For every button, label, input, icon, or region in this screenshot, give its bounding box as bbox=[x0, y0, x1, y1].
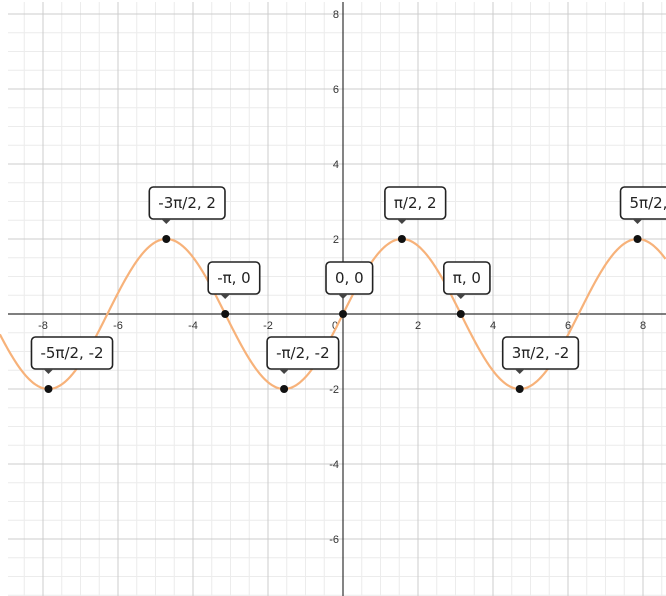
point-label-text: π/2, 2 bbox=[394, 194, 437, 212]
point-label-group[interactable]: 0, 0 bbox=[325, 261, 374, 318]
point-label-text: -π, 0 bbox=[217, 269, 251, 287]
point-marker[interactable] bbox=[162, 235, 171, 243]
point-label-text: π, 0 bbox=[453, 269, 481, 287]
label-pointer-icon bbox=[632, 219, 643, 224]
point-marker[interactable] bbox=[633, 235, 642, 243]
y-tick-label: 6 bbox=[333, 84, 339, 96]
point-marker[interactable] bbox=[221, 310, 230, 318]
y-tick-label: 2 bbox=[333, 234, 339, 246]
y-tick-label: -6 bbox=[329, 534, 339, 546]
label-pointer-icon bbox=[220, 294, 231, 299]
label-pointer-icon bbox=[396, 219, 407, 224]
point-marker[interactable] bbox=[280, 385, 289, 393]
point-label-group[interactable]: -π, 0 bbox=[207, 261, 261, 318]
x-tick-label: -6 bbox=[113, 320, 123, 332]
x-tick-label: 6 bbox=[565, 320, 571, 332]
minor-gridlines bbox=[8, 2, 666, 596]
label-pointer-icon bbox=[279, 369, 290, 374]
x-tick-label: 0 bbox=[332, 320, 338, 332]
point-label-text: 3π/2, -2 bbox=[512, 344, 570, 362]
x-tick-label: 4 bbox=[490, 320, 496, 332]
y-tick-label: 4 bbox=[333, 159, 339, 171]
point-label-group[interactable]: -5π/2, -2 bbox=[30, 336, 114, 393]
point-marker[interactable] bbox=[515, 385, 524, 393]
label-pointer-icon bbox=[161, 219, 172, 224]
point-label-box bbox=[443, 261, 491, 295]
x-tick-label: 8 bbox=[640, 320, 646, 332]
label-pointer-icon bbox=[455, 294, 466, 299]
point-label-group[interactable]: -3π/2, 2 bbox=[148, 186, 226, 243]
y-tick-label: -2 bbox=[329, 384, 339, 396]
point-label-box bbox=[325, 261, 374, 295]
major-gridlines bbox=[8, 2, 666, 596]
point-label-box bbox=[148, 186, 226, 220]
point-label-text: 5π/2, 2 bbox=[630, 194, 666, 212]
point-marker[interactable] bbox=[44, 385, 53, 393]
point-label-group[interactable]: 5π/2, 2 bbox=[619, 186, 666, 243]
tick-labels: -8 -6 -4 -2 0 2 4 6 8 -6 -4 -2 2 4 6 8 bbox=[38, 9, 646, 546]
point-label-group[interactable]: -π/2, -2 bbox=[266, 336, 340, 393]
point-label-group[interactable]: 3π/2, -2 bbox=[501, 336, 580, 393]
point-label-box bbox=[501, 336, 580, 370]
label-pointer-icon bbox=[338, 294, 348, 299]
point-label-text: -5π/2, -2 bbox=[40, 344, 103, 362]
point-label-box bbox=[619, 186, 666, 220]
point-marker[interactable] bbox=[397, 235, 406, 243]
point-label-box bbox=[266, 336, 340, 370]
label-pointer-icon bbox=[43, 369, 54, 374]
x-tick-label: -4 bbox=[188, 320, 198, 332]
label-pointer-icon bbox=[514, 369, 525, 374]
x-tick-label: 2 bbox=[415, 320, 421, 332]
point-marker[interactable] bbox=[339, 310, 347, 318]
point-marker[interactable] bbox=[456, 310, 465, 318]
point-label-text: -3π/2, 2 bbox=[158, 194, 216, 212]
point-label-group[interactable]: π/2, 2 bbox=[384, 186, 447, 243]
y-tick-label: -4 bbox=[329, 459, 339, 471]
y-tick-label: 8 bbox=[333, 9, 339, 21]
point-label-box bbox=[207, 261, 261, 295]
point-label-box bbox=[30, 336, 114, 370]
point-label-box bbox=[384, 186, 447, 220]
x-tick-label: -2 bbox=[263, 320, 273, 332]
point-label-text: 0, 0 bbox=[335, 269, 364, 287]
point-label-group[interactable]: π, 0 bbox=[443, 261, 491, 318]
point-label-text: -π/2, -2 bbox=[276, 344, 330, 362]
labeled-points[interactable]: -5π/2, -2 -3π/2, 2 -π, 0 -π/2, -2 0, 0 π/2, 2… bbox=[30, 186, 666, 393]
x-tick-label: -8 bbox=[38, 320, 48, 332]
